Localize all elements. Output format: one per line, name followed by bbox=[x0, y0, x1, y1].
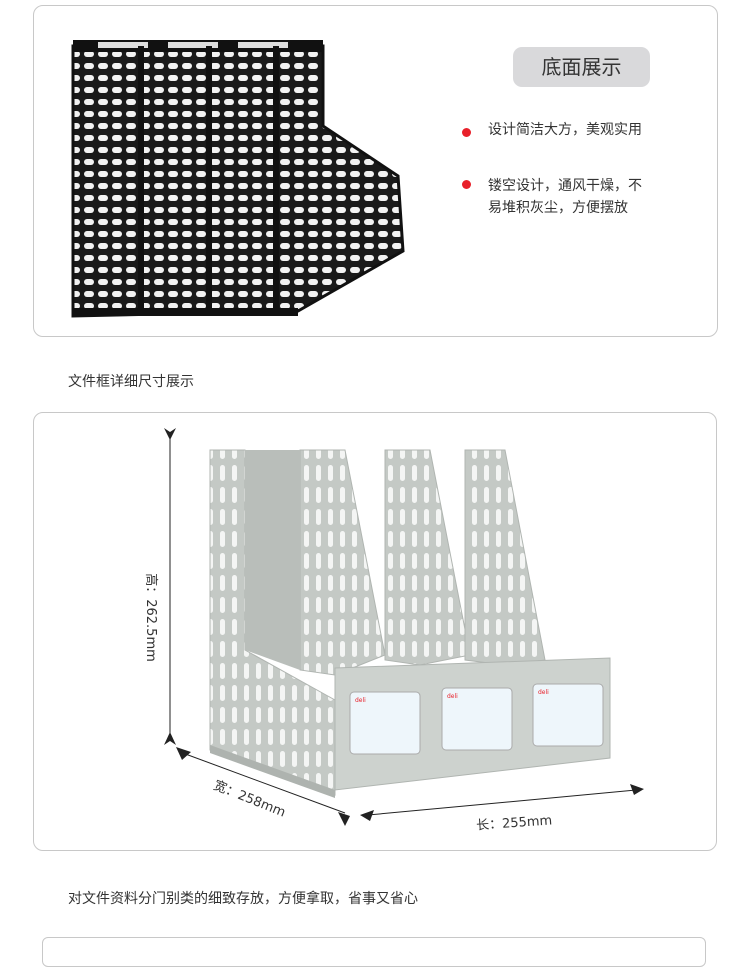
bullet-dot-icon bbox=[462, 128, 471, 137]
arrow-icon bbox=[338, 812, 350, 826]
arrow-icon bbox=[360, 810, 374, 821]
size-section-caption: 文件框详细尺寸展示 bbox=[68, 374, 194, 390]
arrow-down-icon bbox=[164, 428, 176, 440]
dimension-lines bbox=[164, 428, 644, 826]
svg-text:deli: deli bbox=[447, 693, 458, 700]
feature-bullet-2-line2: 易堆积灰尘，方便摆放 bbox=[488, 200, 628, 216]
svg-text:deli: deli bbox=[538, 689, 549, 696]
footer-caption: 对文件资料分门别类的细致存放，方便拿取，省事又省心 bbox=[68, 891, 418, 907]
bullet-dot-icon bbox=[462, 180, 471, 189]
next-section-card bbox=[42, 937, 706, 967]
bottom-display-title: 底面展示 bbox=[513, 47, 650, 87]
feature-bullet-2-line1: 镂空设计，通风干燥，不 bbox=[488, 178, 642, 194]
arrow-icon bbox=[176, 747, 191, 760]
height-label: 高：262.5mm bbox=[142, 573, 158, 662]
arrow-up-icon bbox=[164, 732, 176, 745]
black-file-holder-image bbox=[71, 40, 405, 318]
feature-bullet-1: 设计简洁大方，美观实用 bbox=[488, 122, 642, 138]
gray-file-holder-image: deli deli deli bbox=[209, 449, 611, 798]
arrow-icon bbox=[630, 784, 644, 795]
svg-text:deli: deli bbox=[355, 697, 366, 704]
